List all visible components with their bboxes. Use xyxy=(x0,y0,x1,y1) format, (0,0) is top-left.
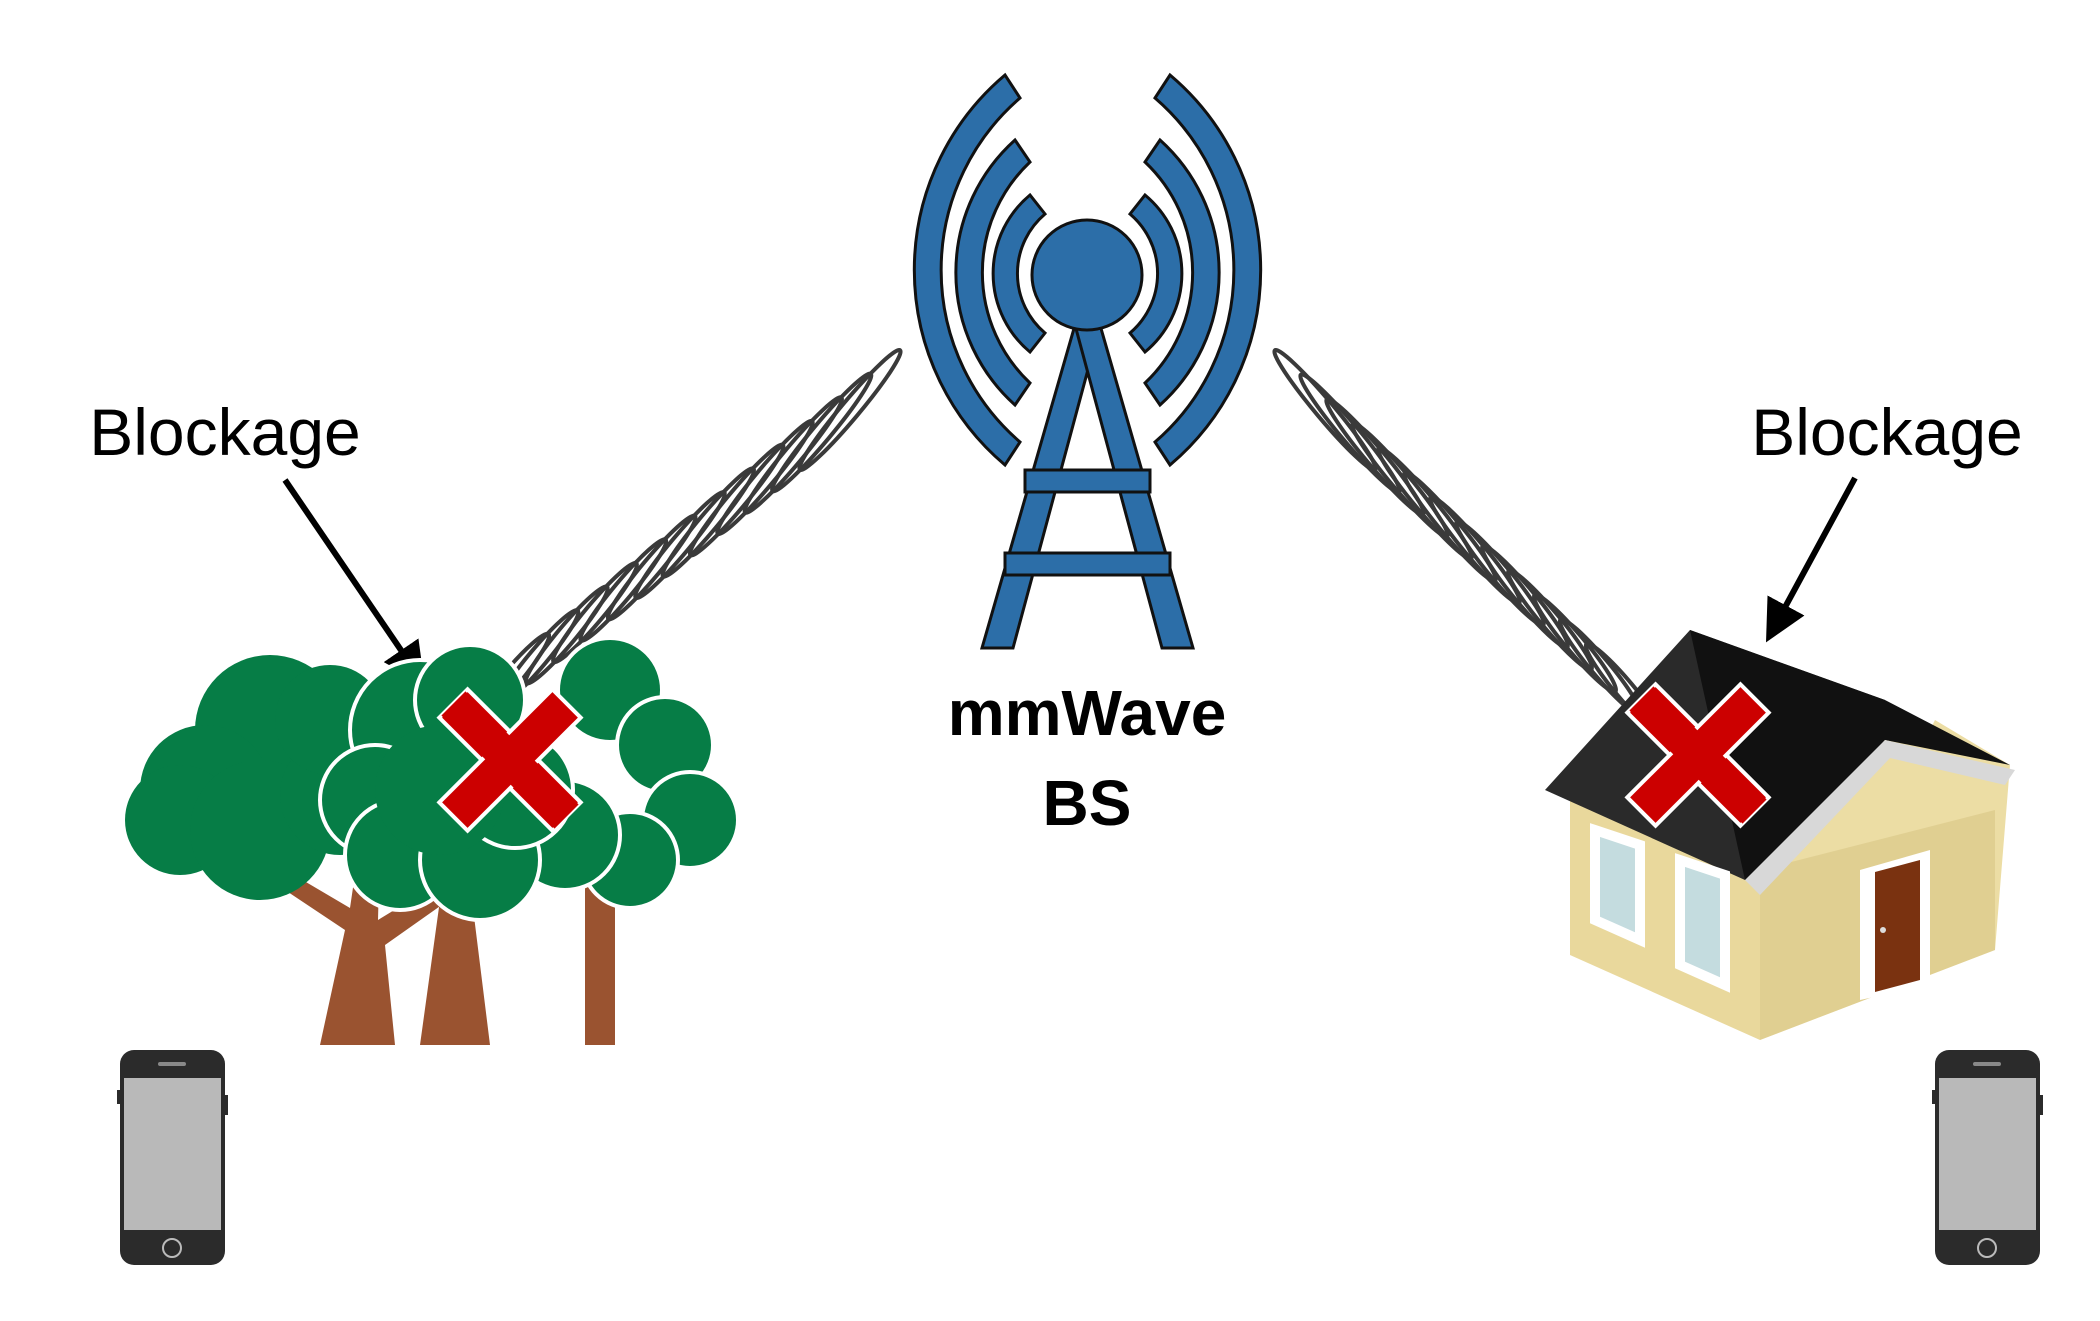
wave-beam-left xyxy=(468,347,903,729)
blockage-label-left: Blockage xyxy=(89,395,361,469)
bs-label-line1: mmWave xyxy=(948,677,1227,749)
wave-beam-right xyxy=(1272,347,1667,739)
blocked-x-icon xyxy=(436,686,584,834)
house-icon xyxy=(1545,630,2015,1040)
tower-icon xyxy=(912,72,1263,650)
smartphone-icon xyxy=(117,1050,228,1265)
arrow-icon xyxy=(1766,476,1858,643)
arrow-icon xyxy=(282,478,425,685)
blockage-label-right: Blockage xyxy=(1751,395,2023,469)
smartphone-icon xyxy=(1932,1050,2043,1265)
blocked-x-icon xyxy=(1624,681,1772,829)
bs-label-line2: BS xyxy=(1043,767,1132,839)
tree-icon xyxy=(125,636,740,1045)
signal-arcs xyxy=(912,72,1263,468)
